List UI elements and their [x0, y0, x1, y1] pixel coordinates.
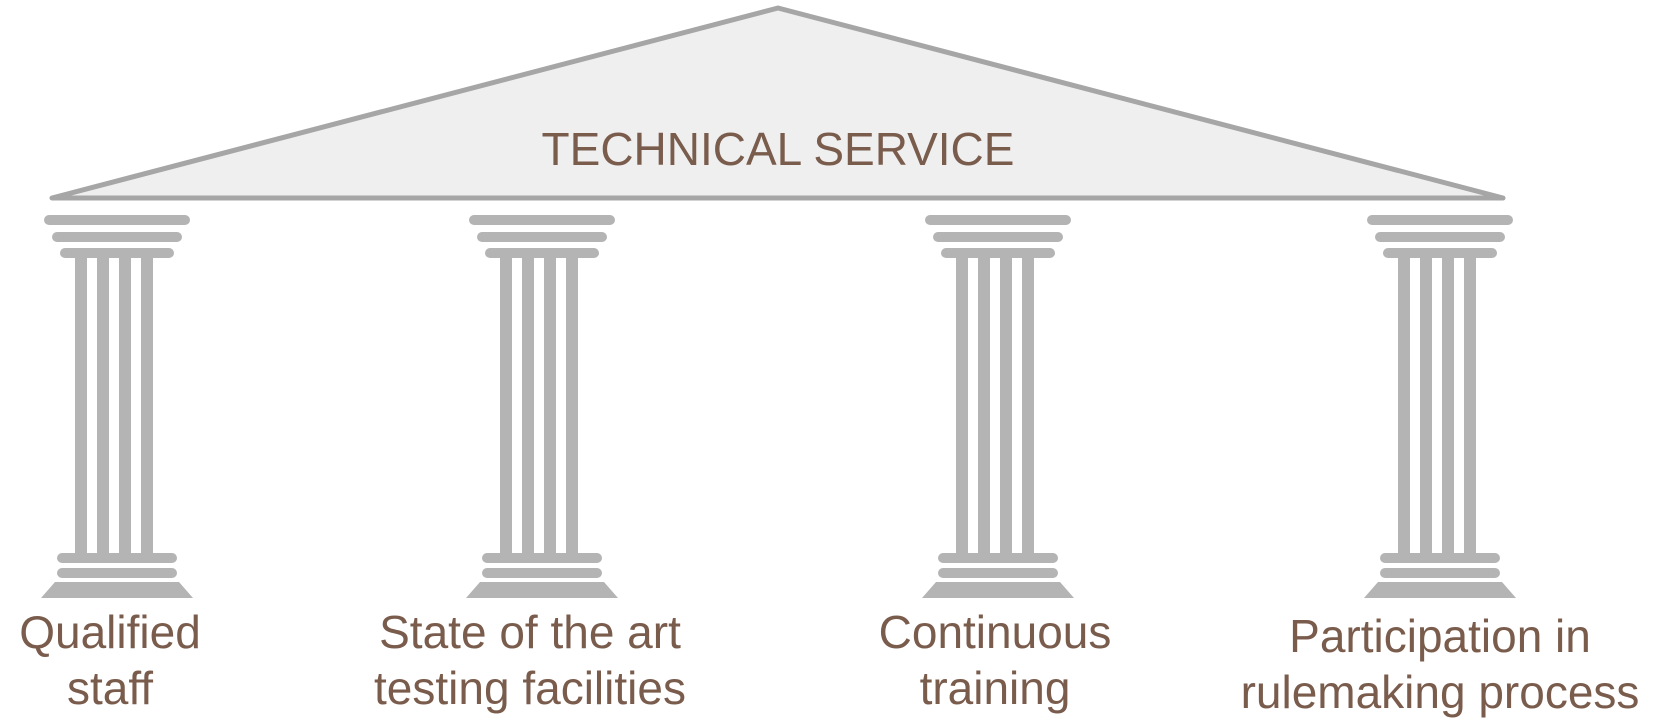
roof-pediment — [49, 5, 1506, 201]
pillar-column-4 — [1364, 215, 1516, 598]
pillar-label-qualified-staff: Qualified staff — [19, 606, 201, 714]
roof-title: TECHNICAL SERVICE — [541, 123, 1015, 175]
pillar-label-rulemaking-participation: Participation in rulemaking process — [1240, 610, 1640, 718]
pillar-label-continuous-training: Continuous training — [878, 606, 1112, 714]
pillar-column-3 — [922, 215, 1074, 598]
pillar-column-1 — [41, 215, 193, 598]
pillar-column-2 — [466, 215, 618, 598]
pillar-label-testing-facilities: State of the art testing facilities — [374, 606, 686, 714]
